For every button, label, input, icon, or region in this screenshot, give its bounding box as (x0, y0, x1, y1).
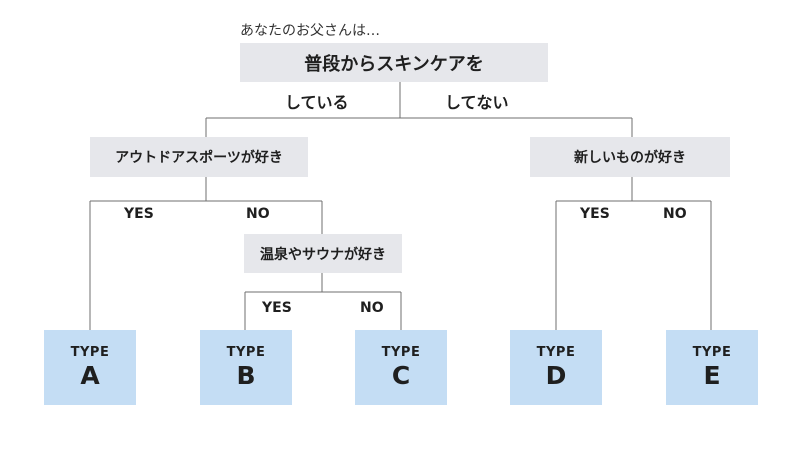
branch-label-doing: している (285, 93, 349, 112)
result-type-b: TYPE B (200, 330, 292, 405)
result-type-letter: B (236, 360, 256, 390)
branch-label-onsen-no: NO (360, 300, 384, 316)
intro-text: あなたのお父さんは… (240, 23, 380, 39)
branch-label-outdoor-no: NO (246, 206, 270, 222)
result-type-label: TYPE (381, 344, 421, 360)
branch-label-new-no: NO (663, 206, 687, 222)
result-type-label: TYPE (536, 344, 576, 360)
result-type-label: TYPE (70, 344, 110, 360)
question-outdoor-sports: アウトドアスポーツが好き (90, 137, 308, 177)
branch-label-not-doing: してない (445, 93, 509, 112)
result-type-letter: C (391, 360, 411, 390)
branch-label-new-yes: YES (580, 206, 610, 222)
question-skincare: 普段からスキンケアを (240, 43, 548, 82)
result-type-letter: D (545, 360, 567, 390)
result-type-letter: A (80, 360, 100, 390)
result-type-d: TYPE D (510, 330, 602, 405)
branch-label-onsen-yes: YES (262, 300, 292, 316)
branch-label-outdoor-yes: YES (124, 206, 154, 222)
result-type-label: TYPE (226, 344, 266, 360)
result-type-a: TYPE A (44, 330, 136, 405)
question-new-things: 新しいものが好き (530, 137, 730, 177)
question-onsen-sauna: 温泉やサウナが好き (244, 234, 402, 273)
result-type-label: TYPE (692, 344, 732, 360)
result-type-letter: E (703, 360, 721, 390)
result-type-c: TYPE C (355, 330, 447, 405)
result-type-e: TYPE E (666, 330, 758, 405)
